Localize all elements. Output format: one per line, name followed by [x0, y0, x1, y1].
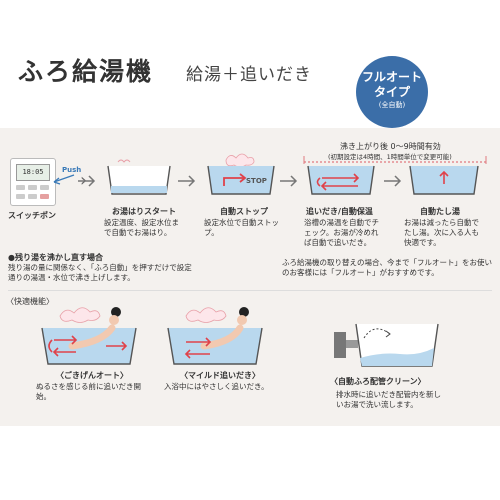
range-note-sub: (初期設定は4時間、1時間単位で変更可能): [328, 153, 452, 161]
section-divider: [8, 290, 492, 291]
step3-desc: 浴槽の湯温を自動でチェック。お湯が冷めれば自動で追いだき。: [304, 218, 379, 247]
flow-arrow-icon: [384, 175, 402, 187]
push-pointer-icon: [53, 174, 75, 185]
recommend-note: ふろ給湯機の取り替えの場合、今まで「フルオート」をお使いのお客様には「フルオート…: [282, 258, 492, 277]
remote-controller[interactable]: 18:05: [10, 158, 56, 206]
range-note-main: 沸き上がり後 0〜9時間有効: [340, 142, 441, 151]
step1-desc: 設定温度、設定水位まで自動でお湯はり。: [104, 218, 179, 237]
feature1-bathtub-icon: [41, 307, 137, 365]
remote-button: [16, 185, 25, 190]
reheat-note-title: ●残り湯を沸かし直す場合: [8, 253, 103, 262]
feature3-desc: 排水時に追いだき配管内を新しいお湯で洗い流します。: [336, 390, 441, 409]
flow-arrow-icon: [178, 175, 196, 187]
remote-auto-button: [40, 194, 49, 199]
step4-bathtub-icon: [409, 165, 479, 195]
remote-caption: スイッチポン: [8, 211, 56, 220]
page-title: ふろ給湯機: [18, 57, 154, 86]
flow-arrow-icon: [280, 175, 298, 187]
badge-line2: タイプ: [373, 85, 410, 99]
feature2-title: 〈マイルド追いだき〉: [180, 371, 260, 380]
feature2-desc: 入浴中にはやさしく追いだき。: [164, 382, 269, 391]
stop-tag: STOP: [246, 177, 267, 185]
page-subtitle: 給湯＋追いだき: [186, 65, 312, 85]
step1-title: お湯はりスタート: [112, 207, 176, 216]
step2-title: 自動ストップ: [220, 207, 268, 216]
badge-line3: (全自動): [378, 101, 406, 109]
full-auto-badge: フルオート タイプ (全自動): [356, 56, 428, 128]
badge-line1: フルオート: [361, 70, 422, 84]
remote-button: [16, 194, 25, 199]
comfort-heading: 〈快適機能〉: [6, 297, 54, 306]
step2-desc: 設定水位で自動ストップ。: [204, 218, 279, 237]
remote-button: [28, 185, 37, 190]
feature3-bathtub-icon: [334, 323, 439, 367]
feature3-title: 〈自動ふろ配管クリーン〉: [330, 377, 426, 386]
push-label: Push: [62, 166, 82, 174]
feature1-desc: ぬるさを感じる前に追いだき開始。: [36, 382, 141, 401]
remote-button: [28, 194, 37, 199]
step1-bathtub-icon: [107, 159, 171, 195]
feature1-title: 〈ごきげんオート〉: [56, 371, 128, 380]
flow-arrow-icon: [78, 175, 96, 187]
step4-title: 自動たし湯: [420, 207, 460, 216]
remote-display: 18:05: [16, 164, 50, 181]
step3-title: 追いだき/自動保温: [306, 207, 373, 216]
range-dotted-line: [303, 156, 487, 164]
feature2-bathtub-icon: [167, 307, 263, 365]
step4-desc: お湯は減ったら自動でたし湯。次に入る人も快適です。: [404, 218, 479, 247]
step3-bathtub-icon: [307, 165, 375, 195]
step2-bathtub-icon: [207, 153, 275, 195]
remote-button: [40, 185, 49, 190]
reheat-note-body: 残り湯の量に関係なく、「ふろ自動」を押すだけで設定通りの湯温・水位で沸き上げしま…: [8, 263, 192, 282]
